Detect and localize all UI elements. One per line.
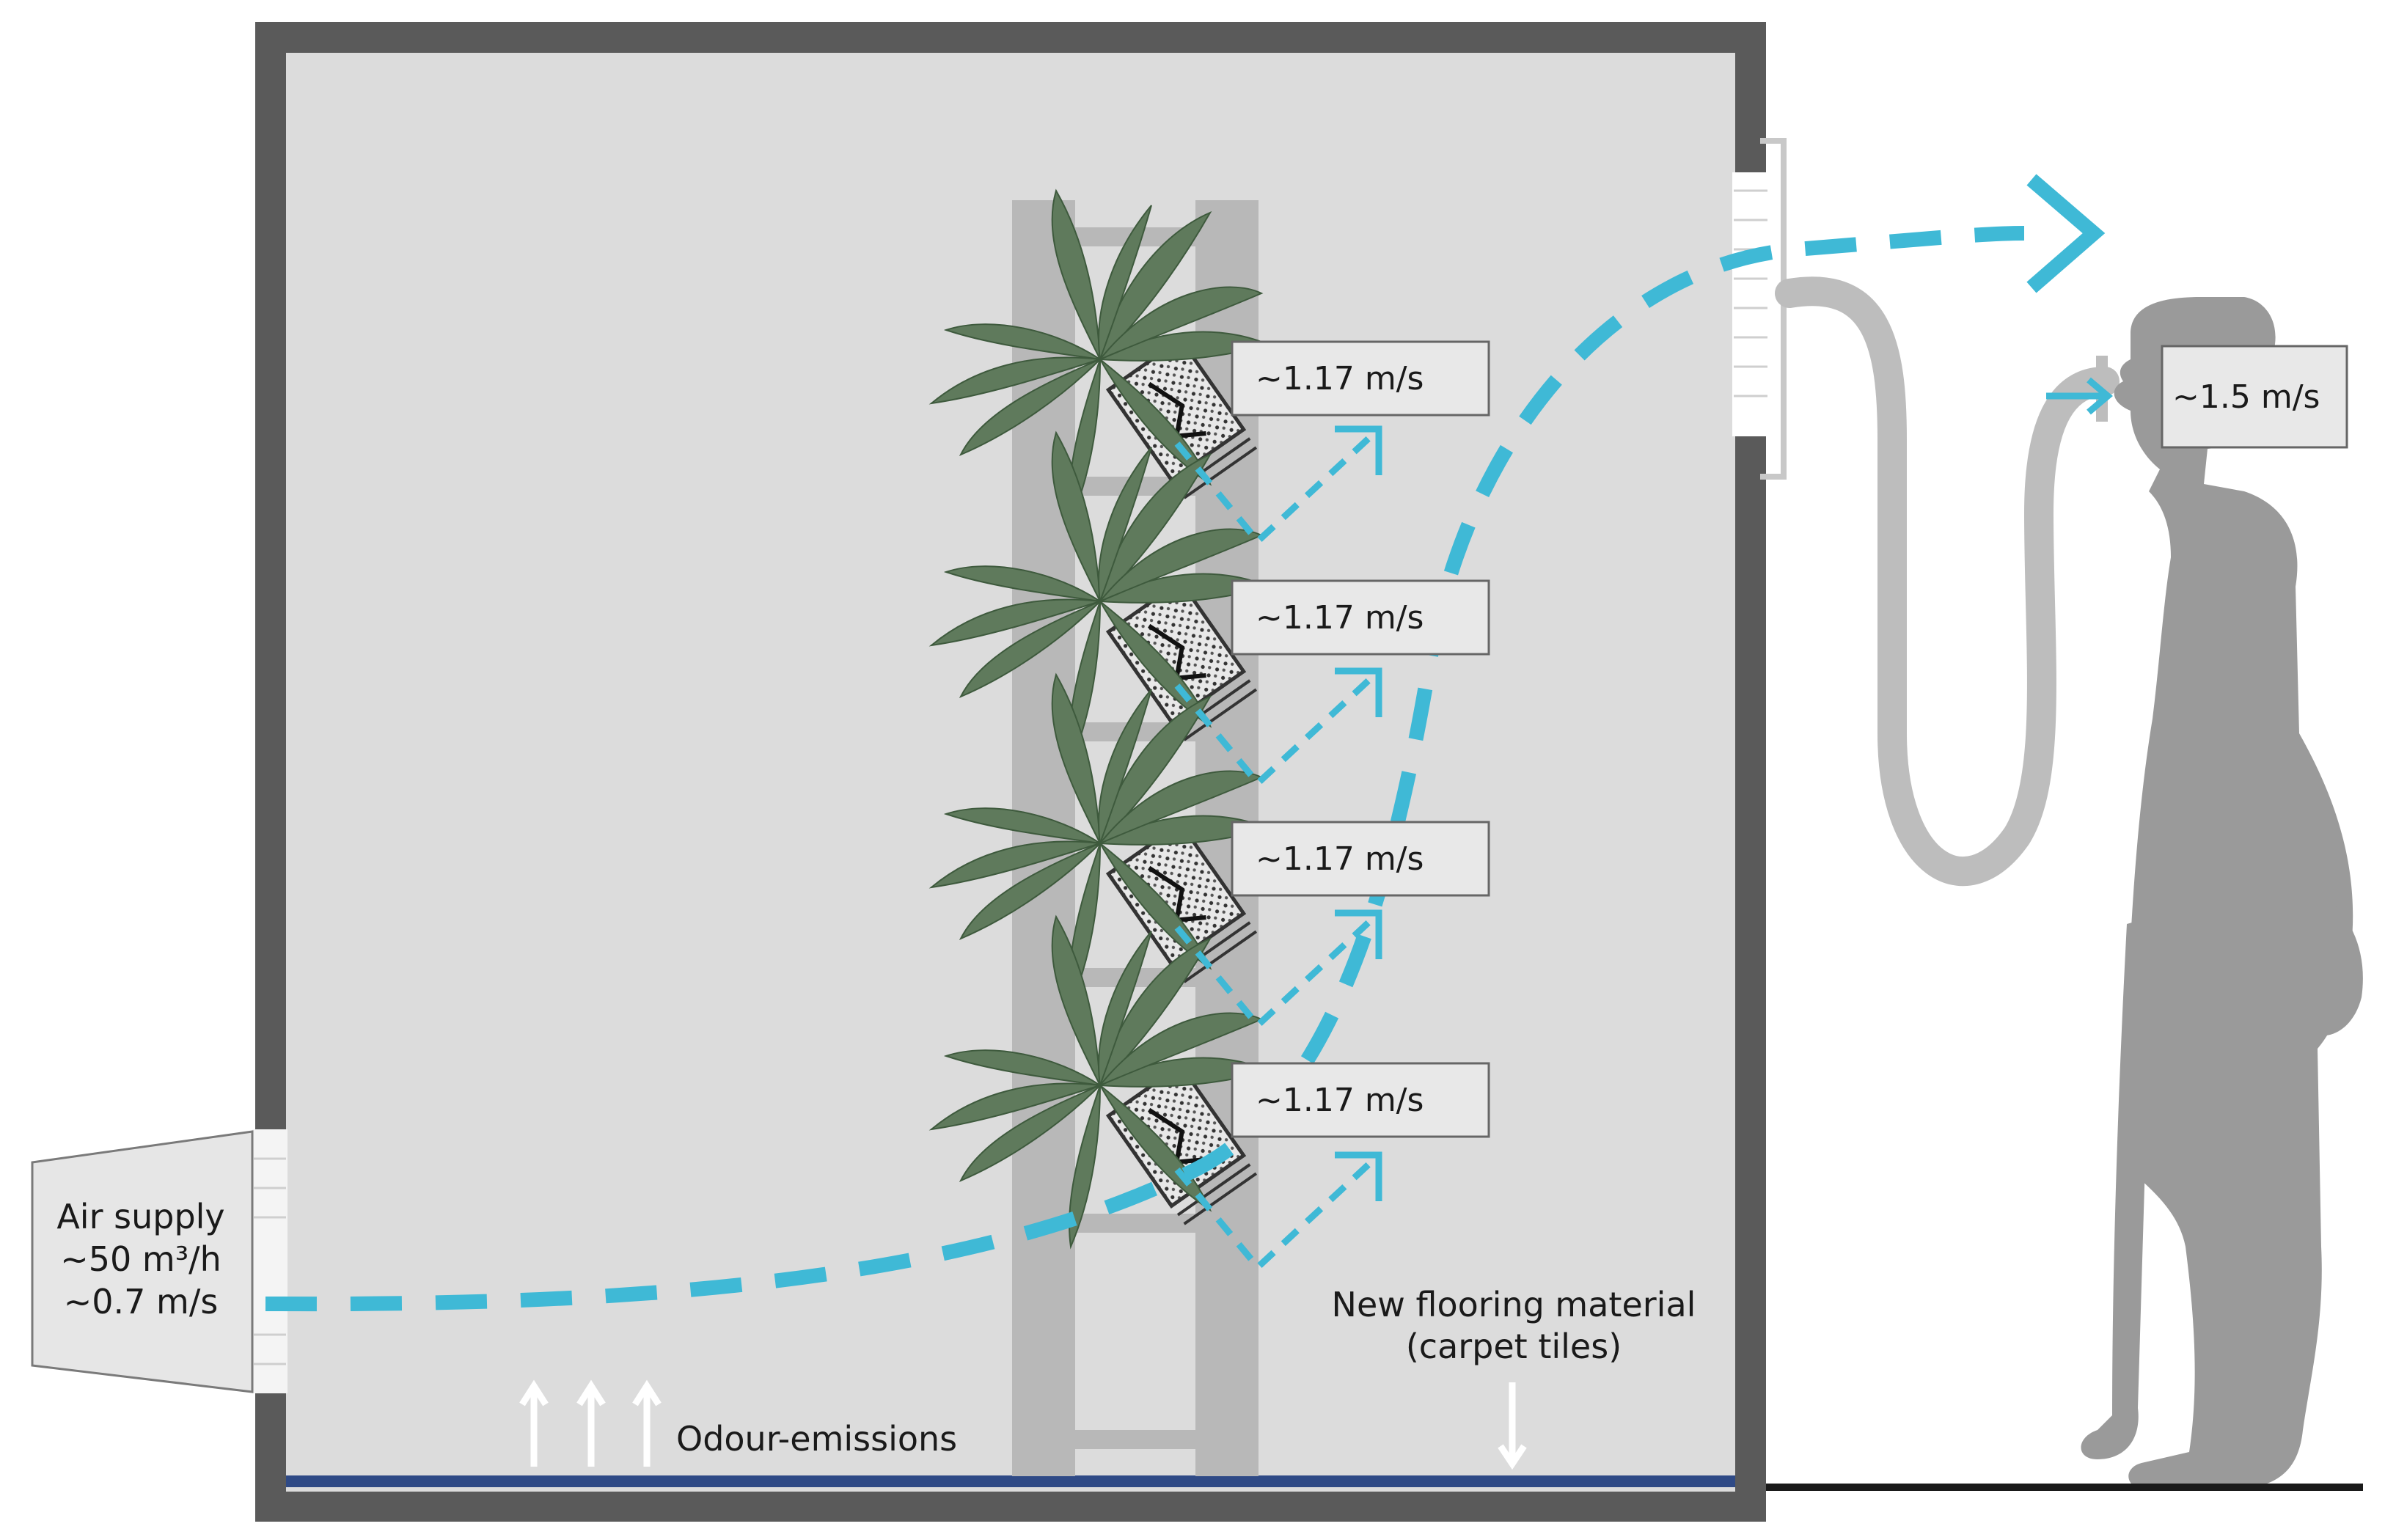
flooring-arrow [1498,1382,1527,1470]
outlet-bracket [1760,138,1787,480]
plant-modules [931,190,1270,1247]
mouth-arrow [2046,377,2113,415]
exhaust-label-box [2161,345,2348,449]
airflow-arrowhead [2026,174,2106,293]
exhaust-hose [1775,276,2120,887]
outlet-label: ~1.17 m/s [1256,1082,1424,1119]
plant-module [931,674,1270,1005]
person-silhouette [2081,297,2363,1489]
plant-module [931,190,1270,521]
svg-text:~0.7 m/s: ~0.7 m/s [64,1282,219,1321]
plant-outlet-labels: ~1.17 m/s ~1.17 m/s ~1.17 m/s ~1.17 m/s [1231,340,1490,1138]
flooring-label: New flooring material (carpet tiles) [1332,1285,1696,1366]
outlet-label: ~1.17 m/s [1256,840,1424,878]
floor-carpet [286,1475,1735,1487]
air-supply-diffuser [31,1130,254,1393]
odour-emissions-label: Odour-emissions [676,1419,957,1459]
outlet-label-box [1231,821,1490,897]
outlet-label-box [1231,1062,1490,1138]
svg-text:(carpet tiles): (carpet tiles) [1406,1327,1622,1366]
outlet-label-box [1231,579,1490,656]
plant-module [931,916,1270,1247]
svg-text:~50 m³/h: ~50 m³/h [60,1239,221,1279]
room-interior [286,53,1735,1492]
svg-text:New flooring material: New flooring material [1332,1285,1696,1324]
svg-text:Air supply: Air supply [56,1197,224,1236]
inlet-opening [252,1129,287,1393]
inlet-grille [254,1157,286,1365]
odour-emission-arrows [519,1379,662,1467]
outlet-opening [1732,172,1770,436]
main-airflow [265,226,2025,1312]
outlet-label: ~1.17 m/s [1256,599,1424,637]
exhaust-label: ~1.5 m/s [2172,378,2320,416]
outlet-label-box [1231,340,1490,417]
plant-outlet-flows [1174,425,1382,1272]
plant-module [931,432,1270,763]
outlet-label: ~1.17 m/s [1256,360,1424,397]
air-supply-label: Air supply ~50 m³/h ~0.7 m/s [56,1197,224,1321]
